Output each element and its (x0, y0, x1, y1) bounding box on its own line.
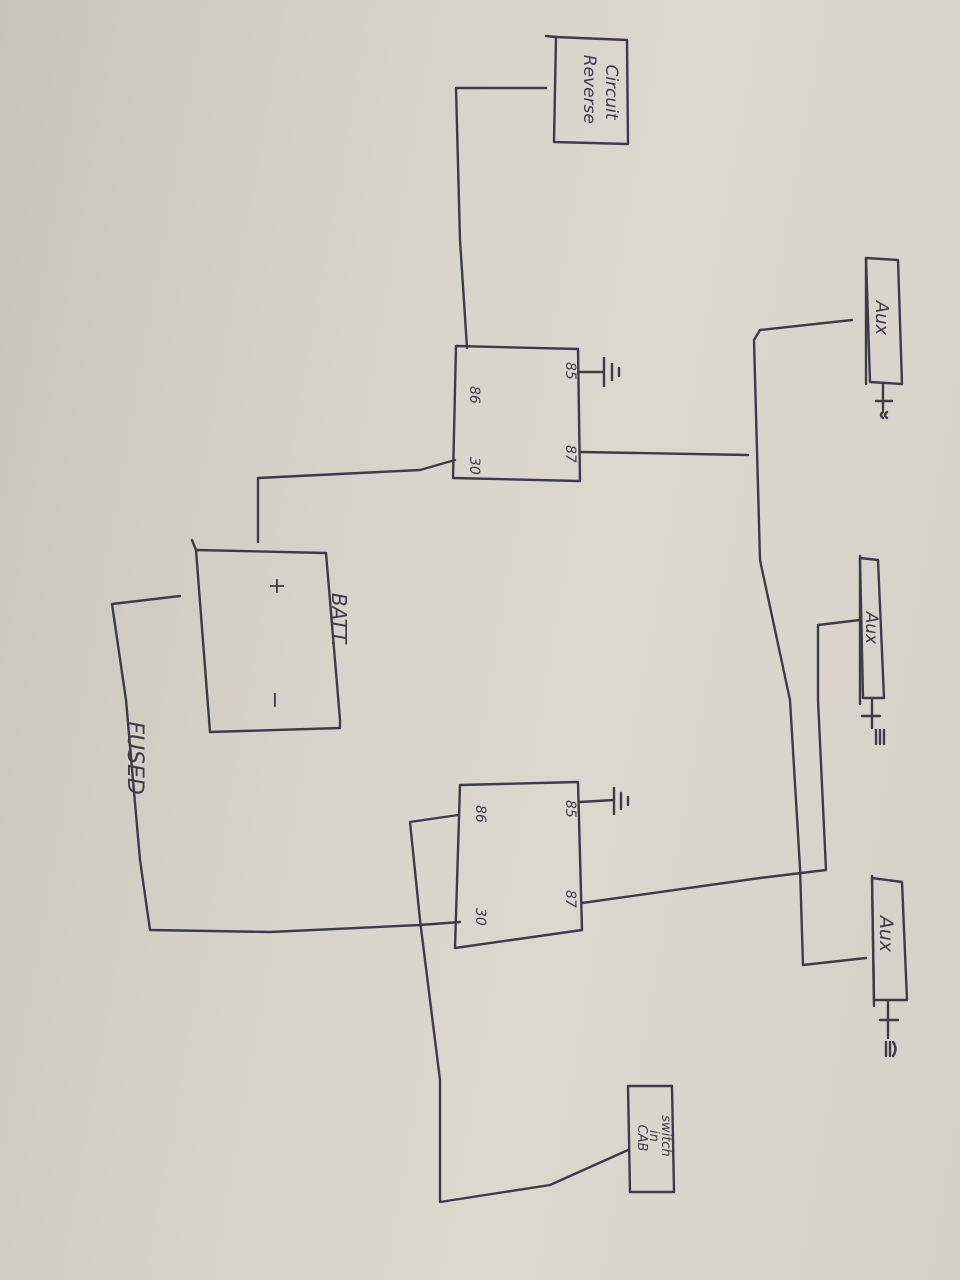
switch-in-cab-box: switch in CAB (626, 1084, 676, 1194)
wire-aux-bus (752, 318, 868, 967)
reverse-circuit-label-2: Circuit (601, 64, 621, 120)
svg-text:Reverse Circuit: Reverse Circuit (579, 55, 621, 130)
reverse-circuit-box: Reverse Circuit (544, 34, 630, 146)
relay-bottom: 86 30 85 87 (453, 780, 630, 950)
aux-top-label: Aux (871, 300, 892, 336)
battery-negative-label: − (262, 691, 287, 709)
switch-label-3: CAB (634, 1125, 649, 1152)
wire-86-to-switch (408, 813, 630, 1204)
relay-bottom-pin-86: 86 (472, 805, 488, 823)
light-beam-icon (878, 1000, 900, 1058)
wire-87-to-aux-bus (578, 450, 750, 457)
aux-bottom-label: Aux (875, 914, 897, 953)
relay-top-pin-30: 30 (466, 457, 482, 475)
aux-mid-label: Aux (861, 611, 881, 645)
battery: + − BATT. (190, 538, 351, 734)
wire-fused-to-30 (110, 594, 462, 934)
wire-reverse-to-86 (454, 86, 548, 350)
wire-30-to-battery-positive (256, 458, 457, 544)
relay-bottom-pin-87: 87 (562, 890, 578, 908)
fused-label: FUSED (122, 721, 147, 795)
switch-label-1: switch (658, 1115, 673, 1157)
relay-top-pin-87: 87 (562, 445, 578, 463)
aux-lamp-mid: Aux (858, 554, 886, 746)
aux-lamp-top: Aux (864, 256, 904, 420)
light-beam-icon (874, 382, 894, 420)
svg-text:switch in CAB: switch in CAB (634, 1115, 673, 1161)
light-beam-icon (860, 698, 886, 746)
wire-aux-mid-feed (580, 618, 862, 905)
relay-top-pin-86: 86 (466, 386, 482, 404)
switch-label-2: in (646, 1130, 661, 1142)
relay-bottom-pin-85: 85 (562, 800, 578, 818)
relay-top-pin-85: 85 (562, 362, 578, 380)
ground-icon (578, 786, 630, 816)
aux-lamp-bottom: Aux (870, 874, 909, 1058)
battery-label: BATT. (327, 593, 351, 647)
ground-icon (576, 356, 621, 388)
relay-bottom-pin-30: 30 (472, 908, 488, 926)
relay-top: 86 30 85 87 (451, 344, 621, 483)
reverse-circuit-label-1: Reverse (579, 55, 599, 124)
battery-positive-label: + (264, 577, 289, 595)
